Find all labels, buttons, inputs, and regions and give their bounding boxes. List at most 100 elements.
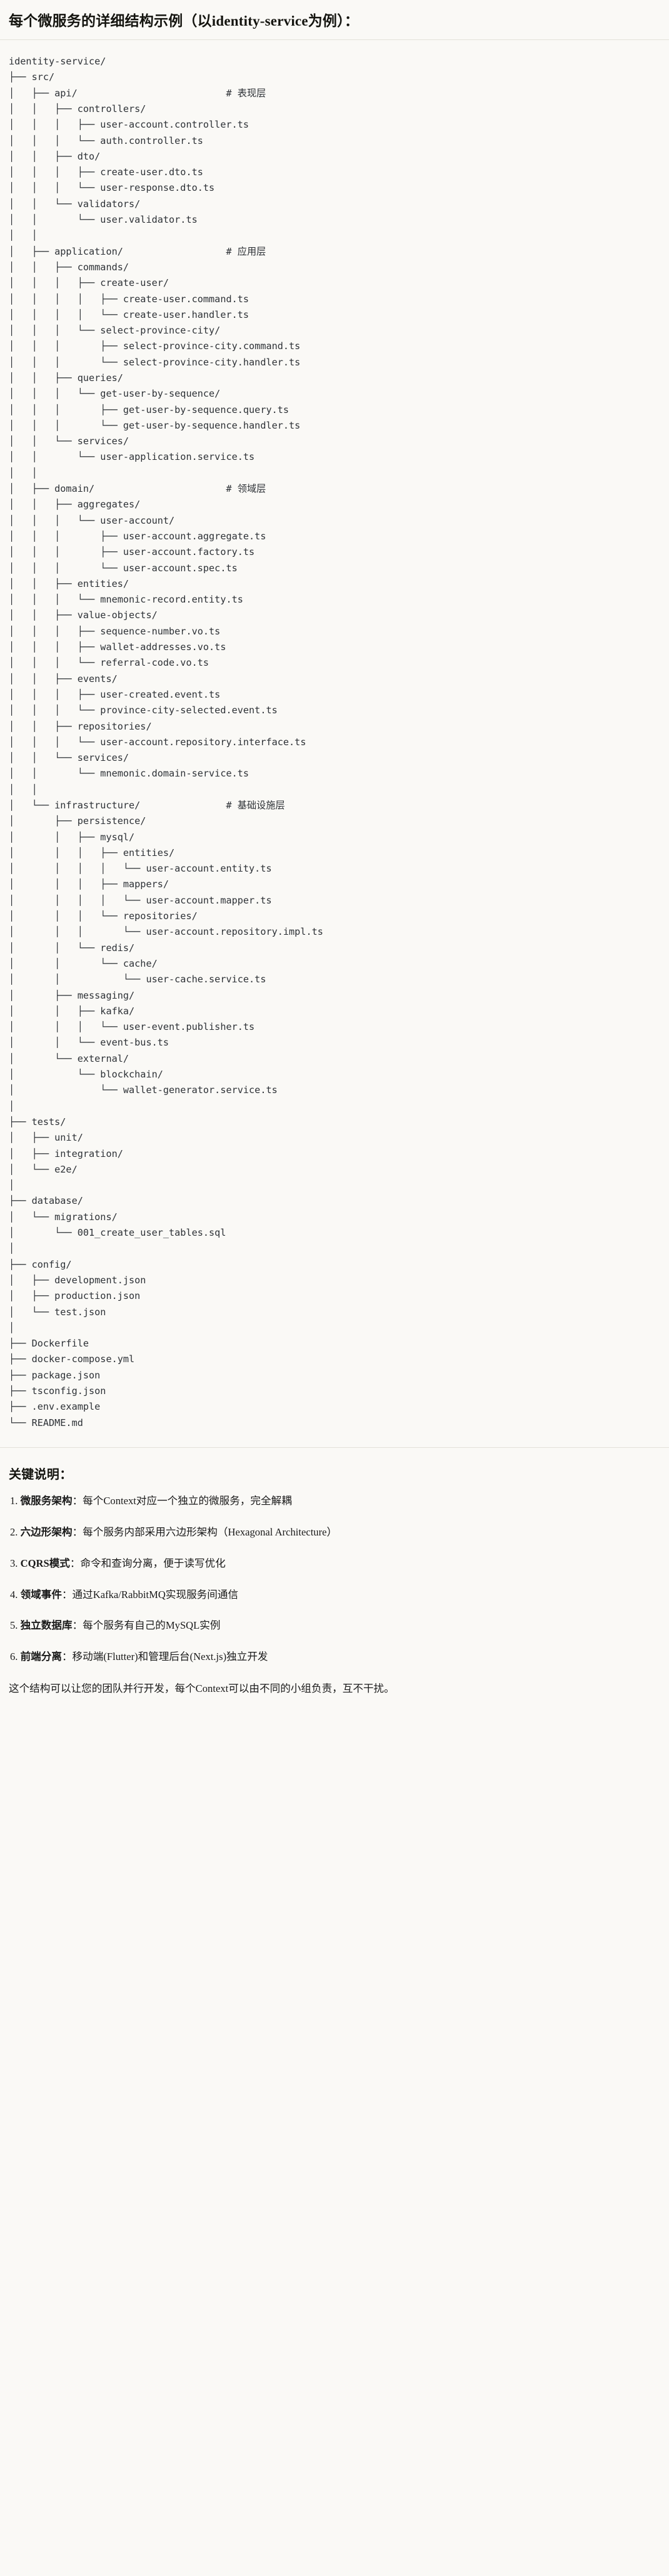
divider-bottom xyxy=(0,1447,669,1448)
tree-line: ├── Dockerfile xyxy=(9,1338,89,1350)
tree-line: │ ├── development.json xyxy=(9,1274,146,1286)
tree-line: │ │ └── user-cache.service.ts xyxy=(9,974,266,985)
tree-line: │ │ xyxy=(9,783,38,795)
key-note-term: 微服务架构 xyxy=(20,1494,73,1507)
page-title: 每个微服务的详细结构示例（以identity-service为例）： xyxy=(9,13,360,29)
key-note-item: 领域事件：通过Kafka/RabbitMQ实现服务间通信 xyxy=(10,1587,660,1603)
tree-line: │ └── external/ xyxy=(9,1052,129,1064)
tree-line: │ │ xyxy=(9,230,38,242)
tree-line: │ │ └── cache/ xyxy=(9,957,158,969)
tree-line: ├── config/ xyxy=(9,1258,72,1270)
tree-line: │ │ │ └── repositories/ xyxy=(9,910,198,922)
tree-line: │ ├── integration/ xyxy=(9,1148,123,1159)
tree-line: │ └── 001_create_user_tables.sql xyxy=(9,1227,226,1239)
tree-line: │ │ ├── value-objects/ xyxy=(9,609,158,621)
tree-line: │ │ ├── queries/ xyxy=(9,372,123,384)
tree-line: │ │ │ └── user-account.repository.interf… xyxy=(9,736,306,748)
tree-line: │ │ ├── repositories/ xyxy=(9,720,152,732)
key-note-text: ：每个服务有自己的MySQL实例 xyxy=(72,1619,221,1632)
tree-line-comment: # 应用层 xyxy=(226,245,266,257)
key-note-term: CQRS模式 xyxy=(20,1557,70,1569)
tree-line: ├── package.json xyxy=(9,1369,101,1381)
key-note-item: 独立数据库：每个服务有自己的MySQL实例 xyxy=(10,1618,660,1634)
tree-line: │ │ │ │ └── user-account.entity.ts xyxy=(9,863,272,875)
tree-line: ├── .env.example xyxy=(9,1401,101,1413)
tree-line: ├── database/ xyxy=(9,1195,83,1207)
tree-line: │ │ └── validators/ xyxy=(9,198,141,210)
directory-tree: identity-service/ ├── src/ │ ├── api/ # … xyxy=(9,54,660,1431)
tree-line: │ └── wallet-generator.service.ts xyxy=(9,1084,278,1096)
tree-line: │ │ │ │ └── user-account.mapper.ts xyxy=(9,894,272,906)
tree-line: │ ├── messaging/ xyxy=(9,989,135,1001)
tree-line: │ │ └── user-application.service.ts xyxy=(9,451,255,463)
key-note-text: ：命令和查询分离，便于读写优化 xyxy=(69,1557,226,1569)
key-note-item: 六边形架构：每个服务内部采用六边形架构（Hexagonal Architectu… xyxy=(10,1525,660,1540)
tree-line: │ └── e2e/ xyxy=(9,1163,78,1175)
tree-line: │ │ │ └── select-province-city/ xyxy=(9,325,221,337)
tree-line: │ │ │ └── province-city-selected.event.t… xyxy=(9,705,278,716)
tree-line: │ xyxy=(9,1243,15,1255)
tree-line: │ │ ├── commands/ xyxy=(9,261,129,273)
tree-line: │ │ ├── dto/ xyxy=(9,150,101,162)
key-note-item: 前端分离：移动端(Flutter)和管理后台(Next.js)独立开发 xyxy=(10,1649,660,1665)
tree-line: │ ├── persistence/ xyxy=(9,815,146,827)
key-notes-footer: 这个结构可以让您的团队并行开发，每个Context可以由不同的小组负责，互不干扰… xyxy=(9,1683,395,1695)
tree-line: │ │ │ ├── user-account.aggregate.ts xyxy=(9,530,266,542)
tree-line: │ │ │ ├── user-account.controller.ts xyxy=(9,119,249,131)
tree-line: │ xyxy=(9,1321,15,1333)
tree-line: │ │ │ ├── create-user/ xyxy=(9,277,169,289)
directory-tree-section: identity-service/ ├── src/ │ ├── api/ # … xyxy=(0,40,669,1447)
tree-line: │ │ xyxy=(9,467,38,479)
tree-line: │ │ │ ├── get-user-by-sequence.query.ts xyxy=(9,404,289,415)
tree-line: │ ├── domain/ # 领域层 xyxy=(9,483,266,495)
tree-line: │ │ │ ├── user-account.factory.ts xyxy=(9,546,255,558)
tree-line: │ │ │ └── user-response.dto.ts xyxy=(9,182,215,194)
tree-line: │ │ ├── aggregates/ xyxy=(9,499,141,511)
tree-line: │ │ │ ├── sequence-number.vo.ts xyxy=(9,625,221,637)
tree-line: │ │ │ └── select-province-city.handler.t… xyxy=(9,356,301,368)
tree-line: │ │ │ └── user-account.spec.ts xyxy=(9,562,238,574)
tree-line: │ └── test.json xyxy=(9,1306,106,1318)
tree-line: │ │ ├── entities/ xyxy=(9,578,129,589)
key-note-term: 前端分离 xyxy=(20,1651,62,1663)
tree-line: │ │ │ ├── entities/ xyxy=(9,847,175,858)
tree-line: │ │ │ └── referral-code.vo.ts xyxy=(9,657,209,669)
tree-line: │ │ └── user.validator.ts xyxy=(9,214,198,226)
key-note-term: 六边形架构 xyxy=(20,1525,73,1538)
tree-line: │ │ │ └── auth.controller.ts xyxy=(9,135,203,146)
key-notes-heading: 关键说明： xyxy=(9,1467,73,1482)
key-note-term: 领域事件 xyxy=(20,1588,62,1601)
tree-line: │ │ │ ├── mappers/ xyxy=(9,878,169,890)
tree-line: │ │ │ │ ├── create-user.command.ts xyxy=(9,293,249,305)
key-note-text: ：通过Kafka/RabbitMQ实现服务间通信 xyxy=(61,1588,239,1601)
title-section: 每个微服务的详细结构示例（以identity-service为例）： xyxy=(0,0,669,40)
tree-line: │ xyxy=(9,1179,15,1191)
tree-line: │ │ │ └── get-user-by-sequence/ xyxy=(9,388,221,400)
tree-line: │ │ │ │ └── create-user.handler.ts xyxy=(9,308,249,320)
tree-line: │ │ └── services/ xyxy=(9,435,129,447)
tree-line: │ │ ├── events/ xyxy=(9,673,118,685)
tree-line: │ └── infrastructure/ # 基础设施层 xyxy=(9,800,285,811)
tree-line: │ │ └── mnemonic.domain-service.ts xyxy=(9,768,249,780)
tree-line: │ └── migrations/ xyxy=(9,1211,118,1223)
tree-line: ├── docker-compose.yml xyxy=(9,1353,135,1365)
key-note-text: ：每个Context对应一个独立的微服务，完全解耦 xyxy=(72,1494,292,1507)
tree-line: │ │ └── services/ xyxy=(9,752,129,764)
key-notes-list: 微服务架构：每个Context对应一个独立的微服务，完全解耦六边形架构：每个服务… xyxy=(9,1494,660,1665)
tree-line: │ │ │ ├── create-user.dto.ts xyxy=(9,166,203,178)
tree-line: │ xyxy=(9,1100,15,1112)
tree-line: │ │ │ └── mnemonic-record.entity.ts xyxy=(9,594,243,606)
key-note-text: ：移动端(Flutter)和管理后台(Next.js)独立开发 xyxy=(61,1651,268,1663)
tree-line: │ │ ├── controllers/ xyxy=(9,103,146,115)
tree-line: │ │ │ ├── select-province-city.command.t… xyxy=(9,340,301,352)
tree-line: │ ├── production.json xyxy=(9,1290,141,1302)
tree-line: identity-service/ xyxy=(9,56,106,68)
tree-line: │ │ │ └── get-user-by-sequence.handler.t… xyxy=(9,419,301,431)
tree-line: ├── tsconfig.json xyxy=(9,1385,106,1397)
key-notes-section: 关键说明： 微服务架构：每个Context对应一个独立的微服务，完全解耦六边形架… xyxy=(0,1447,669,1708)
tree-line: │ │ │ └── user-event.publisher.ts xyxy=(9,1021,255,1033)
tree-line-comment: # 基础设施层 xyxy=(226,800,285,811)
tree-line: │ │ │ ├── wallet-addresses.vo.ts xyxy=(9,641,226,653)
key-note-item: CQRS模式：命令和查询分离，便于读写优化 xyxy=(10,1556,660,1572)
key-note-item: 微服务架构：每个Context对应一个独立的微服务，完全解耦 xyxy=(10,1494,660,1509)
